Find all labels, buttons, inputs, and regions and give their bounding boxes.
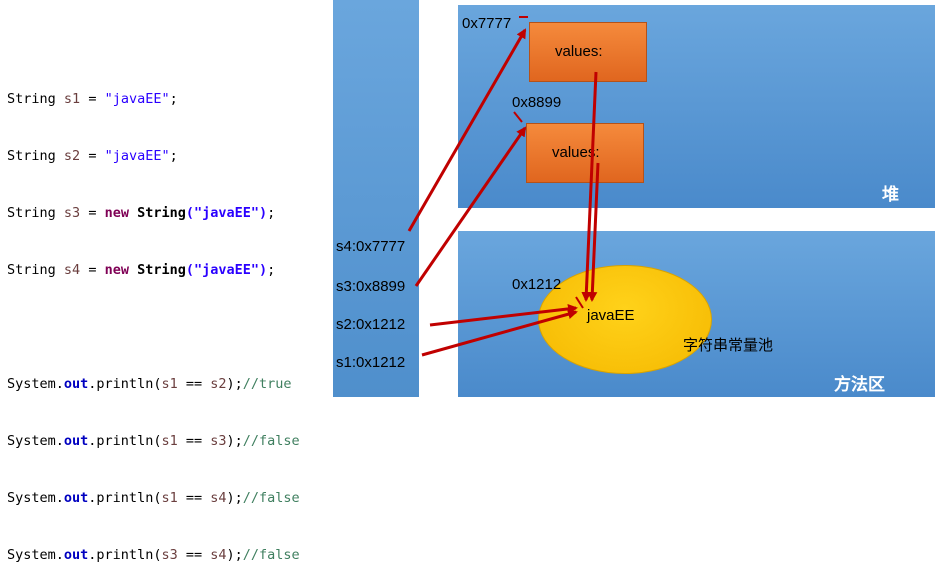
arrow-s3-to-obj2	[414, 126, 527, 287]
code-line-s4: String s4 = new String("javaEE");	[7, 262, 276, 278]
addr-tick-0x1212	[575, 296, 584, 309]
method-area-label: 方法区	[834, 375, 885, 395]
pool-value: javaEE	[587, 307, 635, 324]
code-line-s3: String s3 = new String("javaEE");	[7, 205, 276, 221]
code-line-print2: System.out.println(s1 == s3);//false	[7, 433, 300, 449]
stack-var-s3: s3:0x8899	[336, 278, 406, 295]
arrow-s4-to-obj1	[407, 28, 527, 232]
code-line-s1: String s1 = "javaEE";	[7, 91, 178, 107]
string-pool-label: 字符串常量池	[683, 336, 774, 354]
object1-address: 0x7777	[462, 15, 512, 32]
string-object-1: values:	[529, 22, 647, 82]
object2-address: 0x8899	[512, 94, 562, 111]
code-line-print3: System.out.println(s1 == s4);//false	[7, 490, 300, 506]
object1-field: values:	[555, 43, 603, 60]
pool-address: 0x1212	[512, 276, 562, 293]
arrow-s1-to-pool	[421, 309, 578, 357]
heap-label: 堆	[882, 185, 899, 205]
arrow-s2-to-pool	[429, 303, 578, 327]
stack-var-s2: s2:0x1212	[336, 316, 406, 333]
code-line-s2: String s2 = "javaEE";	[7, 148, 178, 164]
reference-arrows	[407, 16, 600, 357]
code-line-print1: System.out.println(s1 == s2);//true	[7, 376, 292, 392]
stack-var-s4: s4:0x7777	[336, 238, 406, 255]
stack-area	[333, 0, 419, 397]
addr-tick-0x8899	[513, 111, 523, 123]
stack-var-s1: s1:0x1212	[336, 354, 406, 371]
string-object-2: values:	[526, 123, 644, 183]
arrow-obj1-to-pool	[581, 71, 598, 302]
arrow-obj2-to-pool	[587, 162, 600, 302]
object2-field: values:	[552, 144, 600, 161]
code-line-print4: System.out.println(s3 == s4);//false	[7, 547, 300, 563]
string-pool-ellipse	[538, 265, 712, 374]
